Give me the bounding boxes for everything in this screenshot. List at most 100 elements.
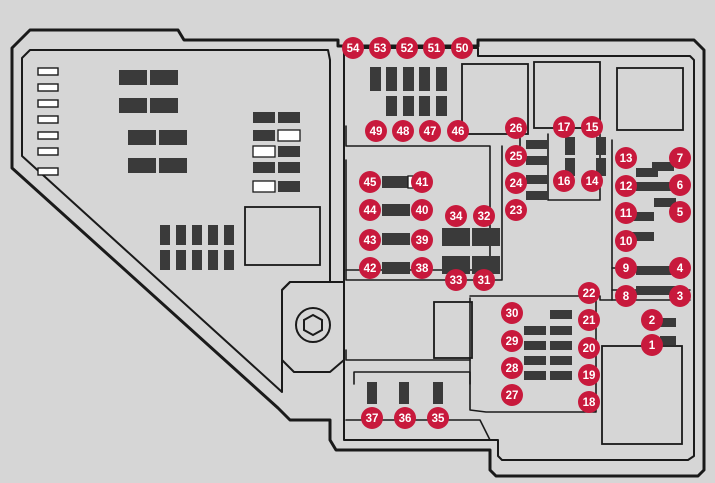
fuse-number-badge-45: 45 <box>359 171 381 193</box>
badge-label: 41 <box>416 177 429 189</box>
badge-circle <box>578 364 600 386</box>
badge-label: 20 <box>583 343 596 355</box>
badge-circle <box>392 120 414 142</box>
badge-circle <box>578 337 600 359</box>
badge-label: 31 <box>478 275 491 287</box>
badge-circle <box>501 357 523 379</box>
mini-fuse <box>382 262 410 274</box>
mini-fuse <box>526 156 548 165</box>
fuse-row-divider <box>345 145 503 281</box>
relay-box <box>244 206 321 266</box>
relay-box <box>461 63 529 135</box>
fuse-slot <box>37 99 59 108</box>
mini-fuse <box>367 382 377 404</box>
badge-label: 25 <box>510 151 523 163</box>
mini-fuse <box>160 250 170 270</box>
badge-circle <box>411 199 433 221</box>
badge-label: 43 <box>364 235 377 247</box>
mini-fuse <box>419 96 430 116</box>
badge-circle <box>581 116 603 138</box>
mini-fuse <box>278 181 300 192</box>
fuse-number-badge-23: 23 <box>505 199 527 221</box>
fuse-number-badge-27: 27 <box>501 384 523 406</box>
badge-label: 9 <box>623 263 629 275</box>
mini-fuse <box>192 225 202 245</box>
maxi-fuse <box>442 228 470 246</box>
center-block-outline <box>281 281 345 373</box>
badge-circle <box>411 257 433 279</box>
badge-circle <box>615 202 637 224</box>
mini-fuse <box>382 204 410 216</box>
badge-label: 14 <box>586 176 599 188</box>
fuse-number-badge-53: 53 <box>369 37 391 59</box>
mini-fuse <box>176 225 186 245</box>
badge-label: 6 <box>677 180 683 192</box>
fuse-number-badge-35: 35 <box>427 407 449 429</box>
badge-label: 29 <box>506 336 519 348</box>
badge-circle <box>505 145 527 167</box>
maxi-fuse <box>128 158 156 173</box>
mini-fuse <box>403 96 414 116</box>
bottom-bracket <box>353 371 471 385</box>
fuse-number-badge-54: 54 <box>342 37 364 59</box>
fuse-number-badge-7: 7 <box>669 147 691 169</box>
mini-fuse <box>278 112 300 123</box>
mini-fuse <box>636 182 658 191</box>
badge-circle <box>615 147 637 169</box>
fuse-number-badge-31: 31 <box>473 269 495 291</box>
badge-label: 15 <box>586 122 599 134</box>
badge-circle <box>419 120 441 142</box>
badge-label: 8 <box>623 291 630 303</box>
mini-fuse <box>278 146 300 157</box>
badge-label: 16 <box>558 176 571 188</box>
mini-fuse <box>370 67 381 91</box>
mini-fuse <box>433 382 443 404</box>
mini-fuse <box>660 318 676 327</box>
mini-fuse <box>419 67 430 91</box>
mini-fuse <box>278 162 300 173</box>
badge-label: 26 <box>510 123 523 135</box>
mini-fuse <box>526 140 548 149</box>
badge-circle <box>505 172 527 194</box>
badge-label: 21 <box>583 315 596 327</box>
mini-fuse <box>524 326 546 335</box>
fuse-number-badge-24: 24 <box>505 172 527 194</box>
badge-label: 7 <box>677 153 683 165</box>
mini-fuse <box>224 250 234 270</box>
fuse-number-badge-34: 34 <box>445 205 467 227</box>
fuse-number-badge-19: 19 <box>578 364 600 386</box>
mini-fuse <box>658 286 680 295</box>
mini-fuse <box>224 225 234 245</box>
badge-label: 48 <box>397 126 410 138</box>
mini-fuse-empty <box>277 129 301 142</box>
badge-circle <box>473 205 495 227</box>
relay-box <box>601 345 683 445</box>
lower-block-outline <box>469 295 691 301</box>
badge-circle <box>578 309 600 331</box>
badge-circle <box>359 257 381 279</box>
relay-box <box>433 301 473 359</box>
badge-circle <box>427 407 449 429</box>
fuse-number-badge-25: 25 <box>505 145 527 167</box>
fuse-number-badge-41: 41 <box>411 171 433 193</box>
badge-circle <box>615 285 637 307</box>
mini-fuse <box>654 198 676 207</box>
badge-circle <box>394 407 416 429</box>
mini-fuse <box>565 158 575 176</box>
badge-circle <box>451 37 473 59</box>
mini-fuse <box>399 382 409 404</box>
badge-circle <box>669 285 691 307</box>
maxi-fuse <box>119 98 147 113</box>
fuse-number-badge-14: 14 <box>581 170 603 192</box>
badge-label: 4 <box>677 263 684 275</box>
badge-label: 52 <box>401 43 414 55</box>
fuse-number-badge-20: 20 <box>578 337 600 359</box>
fuse-number-badge-51: 51 <box>423 37 445 59</box>
maxi-fuse <box>159 158 187 173</box>
fuse-number-badge-13: 13 <box>615 147 637 169</box>
badge-label: 51 <box>428 43 441 55</box>
badge-circle <box>505 117 527 139</box>
fuse-number-badge-16: 16 <box>553 170 575 192</box>
